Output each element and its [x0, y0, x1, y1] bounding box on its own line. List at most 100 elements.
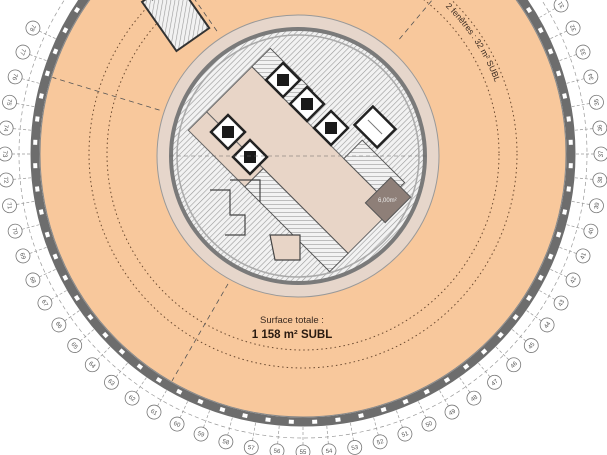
building-core: 6,00m² — [156, 14, 440, 298]
grid-axis-line — [350, 422, 354, 441]
service-room — [352, 104, 398, 150]
grid-axis-label: 70 — [10, 227, 18, 236]
grid-axis-marker: 48 — [466, 390, 482, 406]
grid-axis-marker: 55 — [295, 444, 311, 455]
grid-axis-line — [566, 224, 585, 230]
grid-axis-marker: 54 — [321, 443, 337, 455]
grid-axis-line — [326, 425, 329, 444]
grid-axis-marker: 35 — [589, 94, 604, 110]
grid-axis-line — [16, 201, 35, 205]
grid-axis-line — [566, 78, 585, 84]
grid-axis-label: 78 — [28, 23, 37, 32]
grid-axis-marker: 44 — [539, 317, 555, 333]
grid-axis-line — [13, 177, 32, 180]
grid-axis-marker: 39 — [589, 198, 604, 214]
grid-axis-marker: 31 — [553, 0, 569, 13]
grid-axis-line — [13, 128, 32, 131]
grid-axis-marker: 45 — [523, 338, 539, 353]
grid-axis-line — [179, 401, 188, 418]
grid-axis-marker: 69 — [15, 248, 31, 264]
grid-axis-marker: 78 — [25, 20, 41, 36]
grid-axis-marker: 64 — [84, 357, 100, 373]
grid-axis-label: 38 — [598, 176, 605, 184]
grid-axis-marker: 36 — [592, 120, 607, 136]
elevator-icon — [277, 74, 289, 86]
grid-axis-marker: 53 — [347, 440, 363, 455]
facade-ring — [30, 0, 576, 427]
grid-axis-label: 31 — [557, 0, 566, 9]
grid-axis-label: 63 — [106, 379, 115, 388]
grid-axis-marker: 61 — [146, 404, 162, 420]
zone-divider — [171, 283, 229, 382]
grid-axis-marker: 56 — [269, 443, 285, 455]
grid-axis-marker: 51 — [397, 426, 413, 442]
zone-divider — [52, 77, 160, 111]
grid-axis-marker: 73 — [0, 146, 13, 162]
grid-axis-marker: 70 — [7, 223, 23, 239]
grid-axis-label: 54 — [325, 449, 333, 455]
grid-axis-marker: 74 — [0, 120, 14, 136]
grid-axis-marker: 68 — [25, 272, 41, 288]
grid-axis-line — [16, 103, 35, 107]
grid-axis-line — [21, 78, 40, 84]
elevator — [264, 61, 302, 99]
grid-axis-line — [526, 310, 542, 322]
zone-divider — [399, 0, 433, 40]
grid-axis-line — [571, 201, 590, 205]
grid-axis-label: 77 — [18, 48, 26, 57]
grid-axis-label: 73 — [1, 151, 7, 158]
grid-axis-label: 45 — [528, 341, 537, 350]
small-room — [364, 176, 412, 224]
grid-axis-line — [559, 247, 577, 254]
zone-divider-lines — [52, 0, 433, 382]
grid-axis-marker: 76 — [7, 69, 23, 85]
grid-axis-line — [157, 390, 167, 407]
grid-axis-label: 36 — [598, 124, 605, 132]
grid-axis-line — [550, 269, 567, 278]
grid-axis-label: 66 — [54, 321, 63, 330]
grid-axis-label: 41 — [580, 251, 588, 260]
elevator-icon — [325, 122, 337, 134]
elevator-icon — [222, 126, 234, 138]
total-area-value: 1 158 m² SUBL — [252, 329, 333, 341]
grid-axis-line — [418, 401, 427, 418]
grid-axis-marker: 71 — [2, 198, 17, 214]
grid-axis-label: 57 — [247, 445, 255, 452]
grid-axis-label: 51 — [401, 431, 410, 439]
grid-axis-marker: 52 — [372, 434, 388, 450]
grid-axis-label: 34 — [588, 72, 596, 81]
grid-axis-label: 40 — [588, 227, 596, 236]
grid-axis-marker: 33 — [575, 44, 591, 60]
grid-axis-label: 53 — [351, 445, 359, 452]
grid-axis-marker: 75 — [2, 94, 17, 110]
grid-axis-line — [135, 377, 147, 393]
grid-axis-marker: 32 — [565, 20, 581, 36]
grid-axis-line — [539, 8, 556, 18]
grid-axis-label: 75 — [5, 98, 12, 106]
grid-axis-line — [21, 224, 40, 230]
grid-axis-marker: 65 — [67, 338, 83, 353]
grid-axis-line — [439, 390, 449, 407]
grid-axis-line — [511, 329, 527, 342]
grid-axis-line — [478, 362, 491, 378]
total-area-label: Surface totale : — [260, 315, 324, 326]
grid-axis-marker: 50 — [421, 416, 437, 432]
grid-axis-label: 52 — [376, 439, 385, 447]
grid-axis-label: 69 — [18, 252, 26, 261]
grid-axis-line — [396, 410, 403, 428]
grid-axis-marker: 40 — [583, 223, 599, 239]
grid-axis-label: 55 — [300, 450, 307, 455]
grid-axis-marker: 72 — [0, 172, 14, 188]
grid-axis-marker: 46 — [506, 357, 522, 373]
grid-axis-marker: 49 — [444, 404, 460, 420]
grid-axis-line — [227, 417, 233, 436]
grid-axis-marker: 59 — [193, 426, 209, 442]
grid-axis-line — [39, 30, 56, 39]
grid-axis-line — [39, 269, 56, 278]
zone-divider — [194, 0, 218, 32]
grid-axis-label: 56 — [273, 449, 281, 455]
grid-axis-label: 35 — [594, 98, 601, 106]
grid-axis-label: 46 — [510, 360, 519, 369]
grid-axis-label: 64 — [87, 361, 96, 370]
